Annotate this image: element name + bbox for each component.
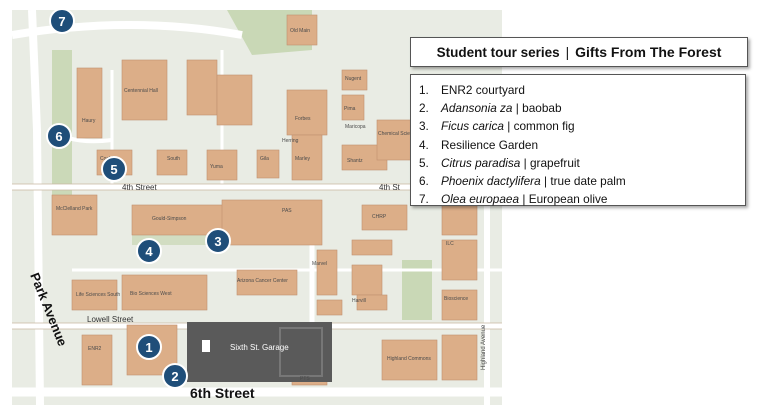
legend-item-separator: | — [543, 173, 548, 188]
building-label: Shantz — [347, 158, 363, 164]
building-label: Marvel — [312, 261, 327, 267]
tour-stops-list: 1.ENR2 courtyard 2.Adansonia za | baobab… — [411, 75, 745, 208]
building-label: Centennial Hall — [124, 88, 158, 94]
tour-stop-marker-4[interactable]: 4 — [136, 238, 162, 264]
garage-label: Sixth St. Garage — [230, 343, 289, 352]
svg-text:6: 6 — [55, 129, 62, 144]
building-label: ENR2 — [88, 346, 102, 352]
legend-item-name: Phoenix dactylifera — [441, 173, 541, 188]
building-label: Forbes — [295, 116, 311, 122]
street-label-4th-east: 4th St — [379, 183, 401, 192]
legend-item-separator: | — [522, 192, 526, 207]
tour-title-series: Student tour series — [436, 44, 560, 60]
legend-item-name: Resilience Garden — [441, 137, 539, 152]
building-label: Life Sciences South — [76, 292, 120, 298]
building-label: Arizona Cancer Center — [237, 278, 288, 284]
building-label: Harvill — [352, 298, 366, 304]
street-label-4th: 4th Street — [122, 183, 157, 192]
legend-item-separator: | — [515, 101, 519, 116]
building-label: Bio Sciences West — [130, 291, 172, 297]
svg-text:7: 7 — [58, 14, 65, 29]
tour-stops-legend: 1.ENR2 courtyard 2.Adansonia za | baobab… — [410, 74, 746, 206]
building-label: Chemical Sciences — [378, 131, 421, 137]
legend-item: 5.Citrus paradisa | grapefruit — [419, 155, 580, 170]
building-label: ILC — [446, 241, 454, 247]
garage-structure — [187, 322, 332, 382]
legend-item: 3.Ficus carica | common fig — [419, 119, 575, 134]
building-label: Nugent — [345, 76, 362, 82]
building-label: Maricopa — [345, 124, 366, 130]
building-label: Bioscience — [444, 296, 468, 302]
tour-stop-marker-1[interactable]: 1 — [136, 334, 162, 360]
legend-item-common: European olive — [528, 192, 608, 207]
legend-item: 1.ENR2 courtyard — [419, 83, 525, 97]
street-label-highland: Highland Avenue — [481, 324, 487, 370]
building-label: Old Main — [290, 28, 310, 34]
building-label: CHRP — [372, 214, 387, 220]
legend-item-name: Adansonia za — [441, 101, 513, 116]
building-label: PAS — [282, 208, 292, 214]
legend-item-name: Ficus carica — [441, 119, 504, 134]
street-label-lowell: Lowell Street — [87, 315, 134, 324]
legend-item: 2.Adansonia za | baobab — [419, 101, 562, 116]
building-label: Yuma — [210, 164, 223, 170]
tour-title-separator: | — [565, 44, 570, 60]
tour-title: Student tour series | Gifts From The For… — [410, 37, 748, 67]
svg-text:5: 5 — [110, 162, 117, 177]
building-label: Haury — [82, 118, 96, 124]
buildings — [51, 14, 478, 386]
legend-item: 6.Phoenix dactylifera | true date palm — [419, 173, 626, 188]
tour-stop-marker-2[interactable]: 2 — [162, 363, 188, 389]
building-label: Highland Commons — [387, 356, 431, 362]
legend-item-common: true date palm — [550, 173, 626, 188]
building-label: McClelland Park — [56, 206, 93, 212]
garage-structure — [279, 327, 323, 377]
tour-stop-marker-5[interactable]: 5 — [101, 156, 127, 182]
building-label: Herring — [282, 138, 299, 144]
svg-text:3: 3 — [214, 234, 221, 249]
building-label: Pima — [344, 106, 356, 112]
tour-stop-marker-3[interactable]: 3 — [205, 228, 231, 254]
svg-text:2: 2 — [171, 369, 178, 384]
tour-stop-marker-7[interactable]: 7 — [49, 10, 75, 34]
legend-item-separator: | — [523, 155, 527, 170]
legend-item-separator: | — [507, 119, 511, 134]
building-label: Gould-Simpson — [152, 216, 187, 222]
legend-item-common: baobab — [522, 101, 562, 116]
garage-structure — [202, 340, 210, 352]
legend-item-name: ENR2 courtyard — [441, 83, 525, 97]
street-label-6th: 6th Street — [190, 385, 255, 401]
legend-item-name: Olea europaea — [441, 192, 520, 207]
legend-item-common: common fig — [513, 119, 575, 134]
building-label: South — [167, 156, 180, 162]
legend-item: 4.Resilience Garden — [419, 137, 539, 152]
legend-item: 7.Olea europaea | European olive — [419, 192, 608, 207]
svg-text:4: 4 — [145, 244, 153, 259]
tour-title-name: Gifts From The Forest — [575, 44, 722, 60]
svg-text:1: 1 — [145, 340, 152, 355]
legend-item-name: Citrus paradisa — [441, 155, 521, 170]
building-label: Gila — [260, 156, 269, 162]
legend-item-common: grapefruit — [529, 155, 580, 170]
building-label: PTS — [300, 376, 310, 382]
building-label: Marley — [295, 156, 311, 162]
tour-stop-marker-6[interactable]: 6 — [46, 123, 72, 149]
